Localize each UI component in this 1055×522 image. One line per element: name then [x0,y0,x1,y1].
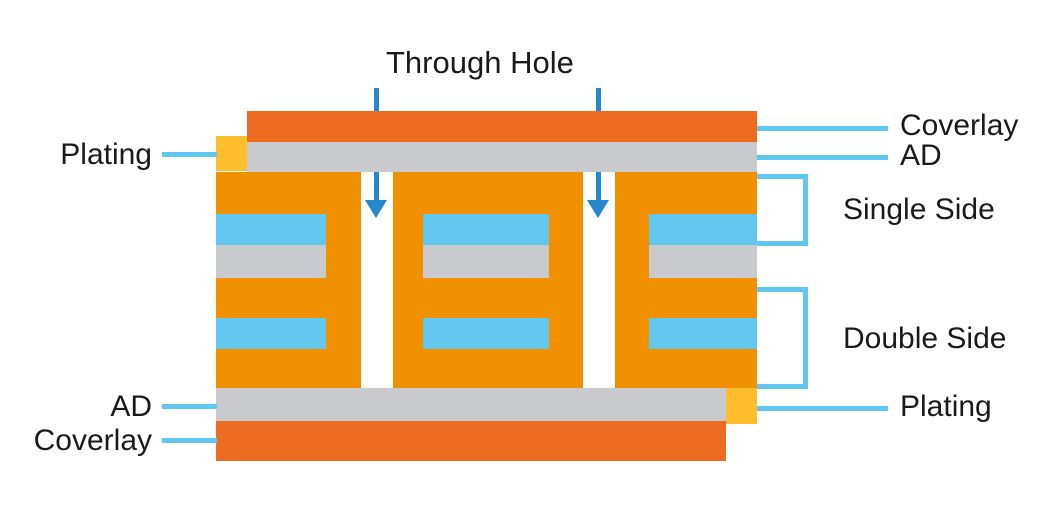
ad-layer-top [247,142,757,172]
copper-pillar-center [393,172,583,388]
conductor-trace-center-lower [423,318,549,349]
through-hole-arrow-head-left [365,200,387,218]
leader-line-coverlay-bottom [162,438,217,443]
plating-block-bottom-right [726,388,757,424]
coverlay-layer-top [247,111,757,142]
conductor-trace-right-upper [649,214,757,245]
ad-inner-left [216,245,326,278]
leader-line-coverlay-top [757,126,888,131]
through-hole-arrow-head-right [587,200,609,218]
leader-line-plating-bottom [757,406,888,411]
plating-block-top-left [216,136,248,171]
label-plating-top: Plating [60,138,152,171]
ad-inner-center [423,245,549,278]
leader-line-ad-top [757,155,888,160]
label-double-side: Double Side [843,322,1007,355]
copper-pillar-right [615,172,757,388]
label-single-side: Single Side [843,193,995,226]
conductor-trace-left-lower [216,318,326,349]
label-ad-top: AD [900,139,942,172]
ad-inner-right [649,245,757,278]
bracket-single-side [757,174,808,246]
label-ad-bottom: AD [110,390,152,423]
through-hole-title: Through Hole [386,45,574,80]
conductor-trace-center-upper [423,214,549,245]
coverlay-layer-bottom [216,421,726,461]
label-coverlay-bottom: Coverlay [33,424,152,457]
conductor-trace-left-upper [216,214,326,245]
ad-layer-bottom [216,388,726,421]
bracket-double-side [757,287,808,389]
conductor-trace-right-lower [649,318,757,349]
copper-pillar-left [216,172,361,388]
leader-line-ad-bottom [162,404,217,409]
label-coverlay-top: Coverlay [900,109,1019,142]
leader-line-plating-top [162,152,217,157]
label-plating-bottom: Plating [900,390,992,423]
